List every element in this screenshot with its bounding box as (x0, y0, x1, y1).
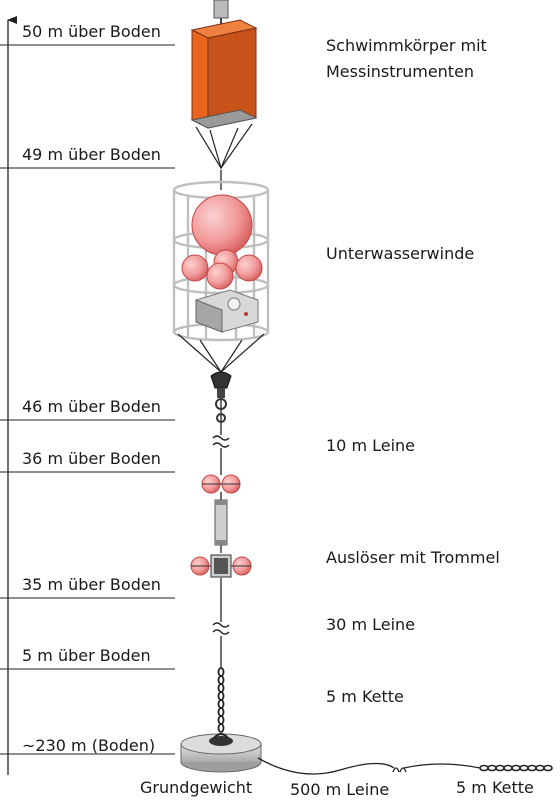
height-label-5m: 5 m über Boden (22, 646, 151, 665)
height-label-50m: 50 m über Boden (22, 22, 161, 41)
float-label-line1: Schwimmkörper mit (326, 36, 487, 55)
bottom-chain-5m-label: 5 m Kette (456, 778, 534, 797)
chain-5m-label: 5 m Kette (326, 687, 404, 706)
chain-icon (217, 667, 225, 733)
height-label-36m: 36 m über Boden (22, 449, 161, 468)
rope-10m-label: 10 m Leine (326, 436, 416, 455)
winch-label: Unterwasserwinde (326, 244, 475, 263)
line-break-icon (212, 435, 230, 635)
top-shackle-icon (213, 0, 229, 26)
height-label-49m: 49 m über Boden (22, 145, 161, 164)
ground-weight-icon (180, 733, 262, 773)
ground-weight-label: Grundgewicht (140, 778, 253, 797)
release-drum-icon (190, 554, 252, 578)
swivel-icon (210, 371, 232, 423)
bottom-rope (257, 757, 481, 775)
float-bridle (195, 123, 253, 170)
rope-500m-label: 500 m Leine (290, 780, 390, 799)
rope-30m-label: 30 m Leine (326, 615, 416, 634)
height-label-35m: 35 m über Boden (22, 575, 161, 594)
winch-motor-icon (195, 289, 259, 333)
bottom-chain-icon (479, 764, 553, 772)
release-cylinder-icon (214, 499, 228, 546)
release-label: Auslöser mit Trommel (326, 548, 500, 567)
winch-buoyancy-balls (181, 194, 263, 290)
height-label-bottom: ~230 m (Boden) (22, 736, 156, 755)
level-lines (0, 44, 175, 755)
height-label-46m: 46 m über Boden (22, 397, 161, 416)
float-body-icon (190, 19, 258, 129)
float-label-line2: Messinstrumenten (326, 62, 475, 81)
small-buoys-icon (201, 474, 241, 494)
